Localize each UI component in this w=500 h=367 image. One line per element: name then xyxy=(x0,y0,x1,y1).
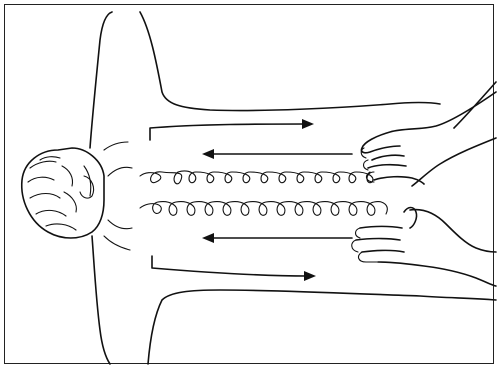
body-outline xyxy=(90,12,496,364)
arrow-left-lower-head xyxy=(202,233,214,243)
arrow-left-upper-head xyxy=(202,149,214,159)
spiral-row-upper xyxy=(140,171,374,184)
lower-hand xyxy=(352,208,496,287)
upper-hand xyxy=(361,82,496,186)
arrow-right-bottom-head xyxy=(304,271,316,281)
arrow-right-top-head xyxy=(302,119,314,129)
head xyxy=(22,148,104,238)
spiral-row-lower xyxy=(140,202,387,216)
stroke-arrows xyxy=(150,119,352,281)
